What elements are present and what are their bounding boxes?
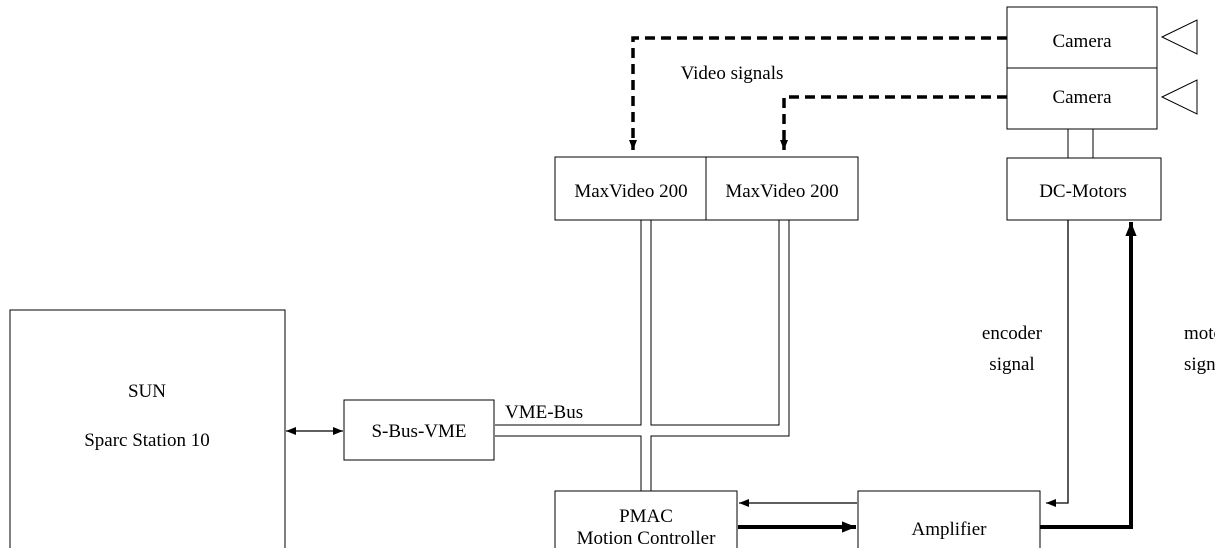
sun-workstation-block: SUN Sparc Station 10: [9, 309, 286, 548]
maxvideo-block-2: MaxVideo 200: [705, 156, 859, 221]
camera-block-1: Camera: [1006, 6, 1198, 69]
encoder-label-line2: signal: [989, 354, 1034, 375]
motor-label-line2: signal: [1184, 354, 1215, 375]
camera-mount-lines: [1067, 129, 1094, 158]
motor-signal-line: [1040, 222, 1137, 529]
sun-title: SUN: [128, 381, 166, 402]
camera-lens-icon: [1160, 19, 1198, 55]
camera-label-1: Camera: [1052, 31, 1112, 52]
amplifier-label: Amplifier: [912, 519, 988, 540]
camera-block-2: Camera: [1006, 67, 1198, 130]
motor-label-line1: motor: [1184, 323, 1215, 344]
encoder-signal-line: [1046, 220, 1069, 507]
vme-bus-label: VME-Bus: [505, 402, 583, 423]
sbus-vme-label: S-Bus-VME: [371, 421, 466, 442]
sun-subtitle: Sparc Station 10: [84, 430, 210, 451]
maxvideo-label-1: MaxVideo 200: [574, 181, 687, 202]
vme-bus-lines: [495, 220, 790, 491]
video-signal-lines: [629, 36, 1007, 150]
camera-lens-icon: [1160, 79, 1198, 115]
pmac-label-line2: Motion Controller: [577, 528, 716, 548]
sbus-vme-block: S-Bus-VME: [343, 399, 495, 461]
encoder-label-line1: encoder: [982, 323, 1043, 344]
pmac-block: PMAC Motion Controller: [554, 490, 738, 548]
amplifier-block: Amplifier: [857, 490, 1041, 548]
maxvideo-block-1: MaxVideo 200: [554, 156, 707, 221]
video-signals-label: Video signals: [681, 63, 784, 84]
maxvideo-label-2: MaxVideo 200: [725, 181, 838, 202]
pmac-label-line1: PMAC: [619, 506, 673, 527]
dc-motors-block: DC-Motors: [1006, 157, 1162, 221]
camera-label-2: Camera: [1052, 87, 1112, 108]
dc-motors-label: DC-Motors: [1039, 181, 1127, 202]
